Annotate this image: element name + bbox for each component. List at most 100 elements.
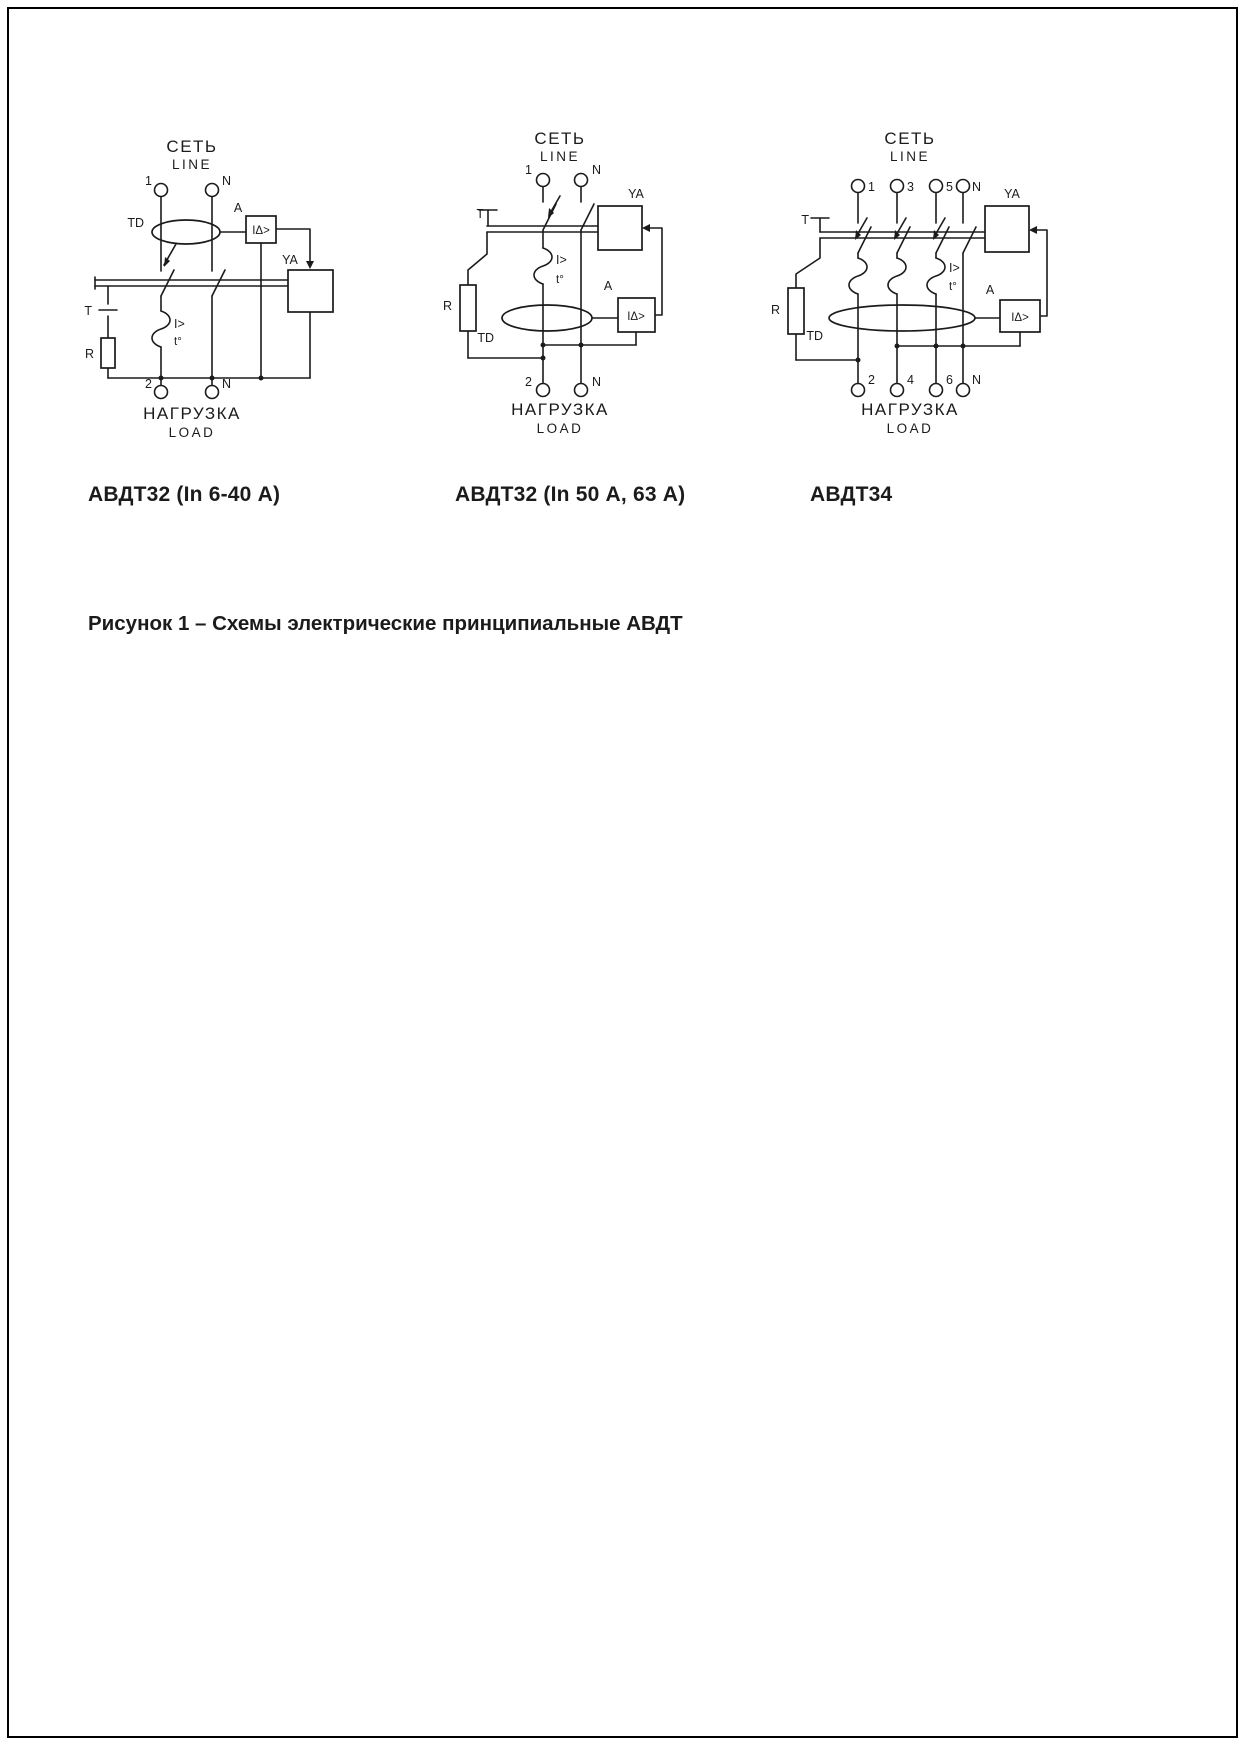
td-transformer — [151, 219, 221, 245]
resistor-label: R — [771, 303, 780, 317]
td-transformer — [828, 304, 976, 332]
terminal-top-1 — [153, 182, 169, 198]
test-resistor — [787, 287, 805, 335]
terminal-1-label: 1 — [525, 163, 532, 177]
junction-dot — [540, 342, 546, 348]
junction-dot — [209, 375, 215, 381]
terminal-top-n — [955, 178, 971, 194]
terminal-bottom-n — [573, 382, 589, 398]
circuit-wires — [467, 185, 663, 385]
terminal-n-top-label: N — [972, 180, 981, 194]
diagram-avdt34: СЕТЬ LINE 1 3 5 N T YA R I> t° A IΔ> TD … — [771, 129, 1048, 436]
diagram1-caption: АВДТ32 (In 6-40 А) — [88, 483, 281, 506]
terminal-n-bottom-label: N — [222, 377, 231, 391]
amplifier-label: A — [234, 201, 243, 215]
line-label: LINE — [172, 157, 212, 172]
diagram3-caption: АВДТ34 — [810, 483, 893, 506]
terminal-n-bottom-label: N — [592, 375, 601, 389]
terminal-bottom-n — [204, 384, 220, 400]
resistor-label: R — [85, 347, 94, 361]
diff-current-label: IΔ> — [1011, 312, 1029, 324]
terminal-2-label: 2 — [525, 375, 532, 389]
ya-release-box — [287, 269, 334, 313]
trip-arrow-icon — [548, 208, 554, 218]
ya-label: YA — [628, 187, 644, 201]
td-transformer — [501, 304, 593, 332]
line-label: LINE — [540, 149, 580, 164]
net-label: СЕТЬ — [166, 137, 217, 156]
terminal-top-n — [204, 182, 220, 198]
terminal-2-label: 2 — [868, 373, 875, 387]
terminal-1-label: 1 — [868, 180, 875, 194]
thermal-label: t° — [556, 274, 564, 286]
test-button-label: T — [476, 207, 484, 221]
ya-release-box — [984, 205, 1030, 253]
trip-arrow-icon — [933, 230, 939, 240]
load-en-label: LOAD — [537, 421, 584, 436]
terminal-top-1 — [850, 178, 866, 194]
test-resistor — [459, 284, 477, 332]
td-label: TD — [127, 216, 144, 230]
test-resistor — [100, 337, 116, 369]
terminal-bottom-n — [955, 382, 971, 398]
line-label: LINE — [890, 149, 930, 164]
terminal-bottom-2 — [535, 382, 551, 398]
diagram-avdt32-50-63: СЕТЬ LINE 1 N T YA R I> t° A IΔ> TD 2 N … — [443, 129, 663, 436]
test-button-label: T — [801, 213, 809, 227]
net-label: СЕТЬ — [534, 129, 585, 148]
trip-arrow-icon — [855, 230, 861, 240]
terminal-bottom-4 — [889, 382, 905, 398]
net-label: СЕТЬ — [884, 129, 935, 148]
page-border — [7, 7, 1238, 1738]
terminal-top-3 — [889, 178, 905, 194]
terminal-4-label: 4 — [907, 373, 914, 387]
thermal-label: t° — [949, 281, 957, 293]
terminal-n-top-label: N — [592, 163, 601, 177]
diagram-avdt32-6-40: СЕТЬ LINE 1 N TD A IΔ> YA T R I> t° 2 N … — [84, 137, 334, 440]
diagram2-caption: АВДТ32 (In 50 А, 63 А) — [455, 483, 686, 506]
amplifier-label: A — [986, 283, 995, 297]
diff-module-box — [999, 299, 1041, 333]
load-ru-label: НАГРУЗКА — [861, 400, 959, 419]
td-label: TD — [477, 331, 494, 345]
terminal-bottom-2 — [153, 384, 169, 400]
load-ru-label: НАГРУЗКА — [143, 404, 241, 423]
junction-dot — [894, 343, 900, 349]
td-label: TD — [806, 329, 823, 343]
junction-dot — [578, 342, 584, 348]
test-button-label: T — [84, 304, 92, 318]
terminal-top-5 — [928, 178, 944, 194]
figure-caption: Рисунок 1 – Схемы электрические принципи… — [88, 612, 683, 635]
ya-arrow-icon — [306, 261, 314, 269]
amplifier-label: A — [604, 279, 613, 293]
trip-arrow-icon — [164, 257, 170, 267]
terminal-top-1 — [535, 172, 551, 188]
terminal-3-label: 3 — [907, 180, 914, 194]
junction-dot — [158, 375, 164, 381]
junction-dot — [258, 375, 264, 381]
junction-dot — [933, 343, 939, 349]
diff-module-box — [617, 297, 656, 333]
terminal-top-n — [573, 172, 589, 188]
terminal-2-label: 2 — [145, 377, 152, 391]
junction-dot — [540, 355, 546, 361]
diff-current-label: IΔ> — [252, 225, 270, 237]
junction-dot — [960, 343, 966, 349]
terminal-1-label: 1 — [145, 174, 152, 188]
ya-arrow-icon — [642, 224, 650, 232]
terminal-6-label: 6 — [946, 373, 953, 387]
junction-dot — [855, 357, 861, 363]
load-en-label: LOAD — [887, 421, 934, 436]
resistor-label: R — [443, 299, 452, 313]
terminal-n-top-label: N — [222, 174, 231, 188]
terminal-bottom-6 — [928, 382, 944, 398]
overcurrent-label: I> — [949, 261, 960, 275]
ya-label: YA — [1004, 187, 1020, 201]
overcurrent-label: I> — [556, 253, 567, 267]
trip-arrow-icon — [894, 230, 900, 240]
ya-release-box — [597, 205, 643, 251]
terminal-bottom-2 — [850, 382, 866, 398]
terminal-5-label: 5 — [946, 180, 953, 194]
ya-label: YA — [282, 253, 298, 267]
